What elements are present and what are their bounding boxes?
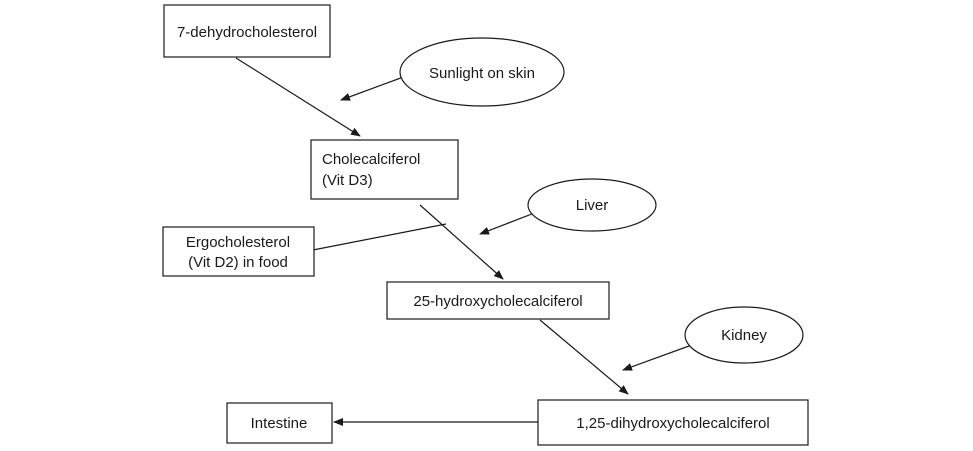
node-label: 1,25-dihydroxycholecalciferol bbox=[576, 415, 769, 432]
node-label: Intestine bbox=[251, 415, 308, 432]
node-1-25-dihydroxycholecalciferol: 1,25-dihydroxycholecalciferol bbox=[537, 399, 809, 446]
node-25-hydroxycholecalciferol: 25-hydroxycholecalciferol bbox=[386, 281, 610, 320]
node-label-line-1: Cholecalciferol bbox=[322, 151, 420, 168]
node-7-dehydrocholesterol: 7-dehydrocholesterol bbox=[163, 4, 331, 58]
node-ergocholesterol: Ergocholesterol (Vit D2) in food bbox=[162, 226, 315, 277]
node-sunlight-on-skin: Sunlight on skin bbox=[399, 37, 565, 107]
node-label: 7-dehydrocholesterol bbox=[177, 24, 317, 41]
node-liver: Liver bbox=[527, 178, 657, 232]
node-label: 25-hydroxycholecalciferol bbox=[413, 293, 582, 310]
node-label: Kidney bbox=[721, 327, 767, 344]
node-intestine: Intestine bbox=[226, 402, 333, 444]
node-label: Liver bbox=[576, 197, 609, 214]
node-kidney: Kidney bbox=[684, 306, 804, 364]
edge-sunlight-to-pathway bbox=[340, 75, 407, 101]
node-cholecalciferol: Cholecalciferol (Vit D3) bbox=[310, 139, 459, 200]
edge-ergo-to-pathway bbox=[312, 223, 447, 251]
node-label-line-2: (Vit D3) bbox=[322, 172, 373, 189]
edge-hydroxy-to-dihydroxy bbox=[539, 319, 629, 395]
edge-liver-to-pathway bbox=[479, 211, 538, 235]
edge-dehydro-to-chole bbox=[235, 57, 361, 137]
edge-chole-to-hydroxy bbox=[419, 204, 504, 280]
node-label-line-2: (Vit D2) in food bbox=[188, 254, 288, 271]
edge-kidney-to-pathway bbox=[622, 345, 690, 371]
node-label: Sunlight on skin bbox=[429, 65, 535, 82]
node-label-line-1: Ergocholesterol bbox=[186, 234, 290, 251]
